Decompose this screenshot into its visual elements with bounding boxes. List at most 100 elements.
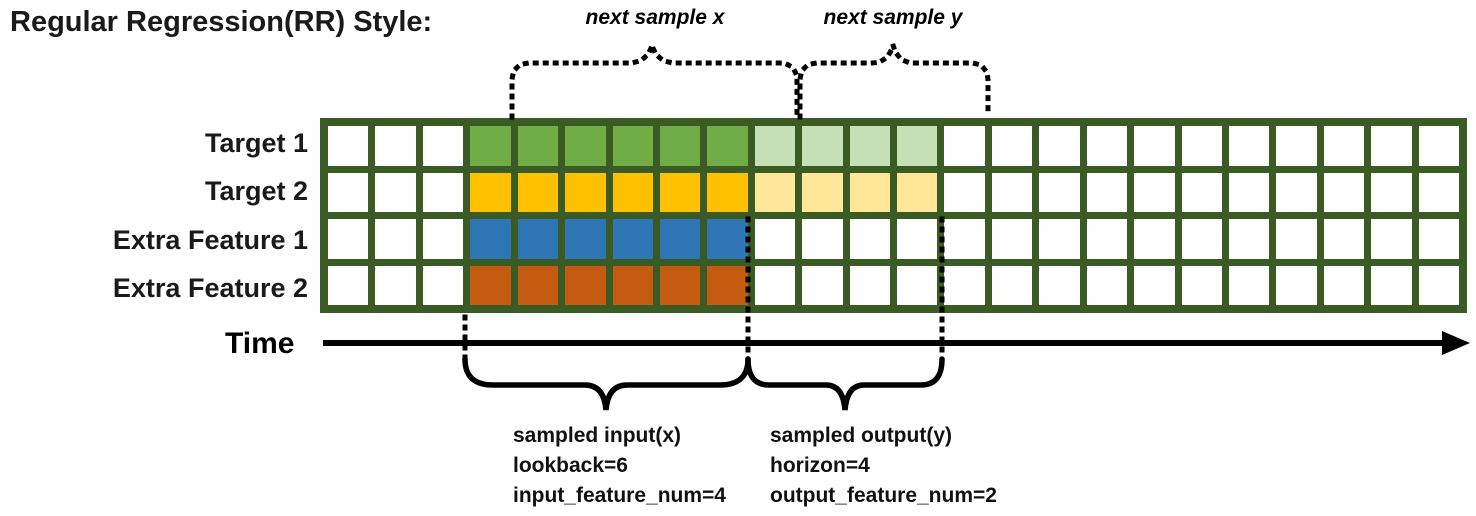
grid-cell [1418, 265, 1459, 305]
grid-cell [659, 172, 701, 212]
grid-cell [991, 126, 1033, 166]
time-axis-arrowhead [1442, 331, 1470, 355]
row-label-target-1: Target 1 [204, 128, 308, 158]
grid-cell [754, 126, 796, 166]
grid-cell [991, 219, 1033, 259]
grid-cell [1039, 172, 1080, 212]
grid-cell [1228, 172, 1270, 212]
grid-cell [1418, 172, 1459, 212]
grid-cell [659, 126, 701, 166]
grid-cell [754, 219, 796, 259]
grid-cell [470, 265, 511, 305]
grid-cell [849, 219, 890, 259]
grid-cell [1181, 265, 1222, 305]
grid-cell [849, 126, 890, 166]
horizon-value: horizon=4 [770, 454, 870, 477]
row-label-target-2: Target 2 [204, 176, 308, 206]
grid-cell [612, 219, 653, 259]
grid-cell [1086, 219, 1128, 259]
grid-cell [1134, 265, 1175, 305]
grid-cell [1039, 219, 1080, 259]
grid-cell [1086, 126, 1128, 166]
grid-row-extra-feature-2 [328, 265, 1459, 305]
sampled-output-title: sampled output(y) [770, 424, 952, 447]
grid-cell [612, 126, 653, 166]
grid-cell [659, 265, 701, 305]
grid-cell [802, 265, 843, 305]
time-axis-label: Time [225, 327, 295, 360]
next-sample-y-brace [797, 35, 991, 120]
grid-cell [470, 172, 511, 212]
input-feature-num-value: input_feature_num=4 [513, 484, 726, 507]
grid-cell [612, 265, 653, 305]
grid-cell [1134, 126, 1175, 166]
grid-cell [1323, 126, 1365, 166]
grid-cell [1228, 219, 1270, 259]
grid-cell [1039, 265, 1080, 305]
lookback-value: lookback=6 [513, 454, 628, 477]
grid-cell [375, 172, 416, 212]
grid-cell [802, 172, 843, 212]
grid-cell [1228, 126, 1270, 166]
grid-cell [802, 126, 843, 166]
sampled-input-title: sampled input(x) [513, 424, 682, 447]
grid-row-extra-feature-1 [328, 219, 1459, 259]
grid-cell [422, 126, 464, 166]
grid-cell [1323, 265, 1365, 305]
grid-cell [565, 126, 606, 166]
grid-cell [1371, 172, 1412, 212]
row-label-extra-feature-2: Extra Feature 2 [112, 273, 308, 303]
sample-grid [320, 118, 1467, 313]
output-feature-num-value: output_feature_num=2 [770, 484, 997, 507]
grid-cell [1134, 172, 1175, 212]
grid-cell [1228, 265, 1270, 305]
grid-cell [944, 126, 985, 166]
grid-cell [897, 219, 938, 259]
next-sample-x-brace [509, 35, 800, 120]
grid-cell [944, 219, 985, 259]
grid-row-target-1 [328, 126, 1459, 166]
grid-cell [991, 265, 1033, 305]
grid-cell [375, 265, 416, 305]
sampled-input-annotation: sampled input(x) lookback=6 input_featur… [513, 421, 726, 511]
grid-cell [470, 126, 511, 166]
grid-cell [897, 172, 938, 212]
grid-cell [944, 265, 985, 305]
grid-cell [422, 265, 464, 305]
grid-cell [802, 219, 843, 259]
grid-cell [375, 126, 416, 166]
grid-cell [565, 265, 606, 305]
grid-cell [1323, 219, 1365, 259]
grid-cell [707, 219, 748, 259]
sampled-output-annotation: sampled output(y) horizon=4 output_featu… [770, 421, 997, 511]
grid-cell [897, 126, 938, 166]
grid-cell [707, 265, 748, 305]
grid-cell [1371, 219, 1412, 259]
sampled-output-brace [745, 356, 945, 411]
diagram-title: Regular Regression(RR) Style: [10, 6, 433, 38]
grid-cell [1276, 265, 1317, 305]
grid-cell [517, 172, 559, 212]
grid-cell [1181, 172, 1222, 212]
grid-cell [944, 172, 985, 212]
grid-cell [1086, 265, 1128, 305]
next-sample-x-label: next sample x [585, 6, 725, 29]
grid-cell [517, 265, 559, 305]
grid-cell [849, 172, 890, 212]
grid-cell [1181, 219, 1222, 259]
grid-cell [897, 265, 938, 305]
grid-cell [328, 265, 369, 305]
grid-cell [565, 219, 606, 259]
grid-cell [1371, 265, 1412, 305]
grid-cell [1276, 219, 1317, 259]
grid-cell [1323, 172, 1365, 212]
next-sample-y-label: next sample y [823, 6, 963, 29]
grid-cell [1134, 219, 1175, 259]
grid-cell [754, 172, 796, 212]
grid-cell [1039, 126, 1080, 166]
grid-cell [422, 172, 464, 212]
grid-cell [565, 172, 606, 212]
row-label-extra-feature-1: Extra Feature 1 [112, 225, 308, 255]
grid-cell [1181, 126, 1222, 166]
